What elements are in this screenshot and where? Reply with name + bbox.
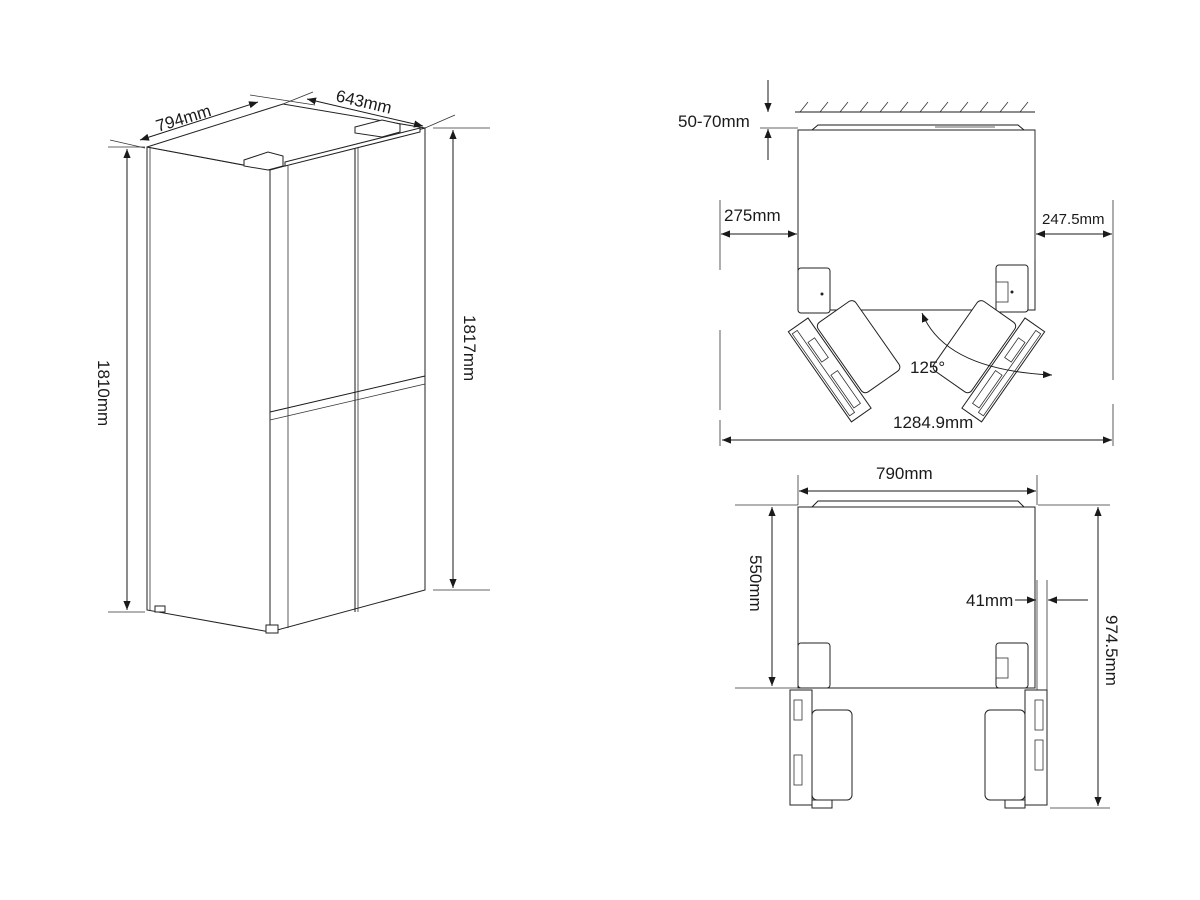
perspective-view: 794mm 643mm 1810mm 1817mm: [94, 86, 490, 634]
left-hinge: [797, 267, 831, 314]
fridge-front-face: [154, 127, 426, 634]
door-bin: [811, 709, 853, 801]
fridge-side-face: [146, 146, 271, 633]
total-width-label: 1284.9mm: [893, 413, 973, 432]
right-clearance-label: 247.5mm: [1042, 211, 1105, 228]
left-hinge: [797, 642, 831, 689]
foot: [154, 605, 166, 613]
width-90-label: 790mm: [876, 464, 933, 483]
right-door-90: [984, 689, 1048, 809]
depth-dimension-line: [306, 97, 424, 128]
width-dimension-line: [139, 101, 259, 141]
foot: [265, 624, 279, 634]
door-angle-label: 125°: [910, 358, 945, 377]
top-view-open: 50-70mm 275mm 247.5mm: [678, 80, 1114, 446]
depth-90-label: 550mm: [746, 555, 765, 612]
side-gap-label: 41mm: [966, 591, 1013, 610]
left-clearance-label: 275mm: [724, 206, 781, 225]
freezer-split-line: [269, 375, 426, 413]
left-door-open: [787, 300, 901, 423]
left-door-90: [789, 689, 853, 809]
total-depth-label: 974.5mm: [1102, 615, 1121, 686]
door-bin: [816, 300, 901, 394]
door-angle-arc: [921, 312, 1053, 379]
right-hinge: [995, 264, 1029, 313]
total-height-label: 1817mm: [460, 315, 479, 381]
depth-label: 643mm: [334, 86, 394, 117]
wall-hatch: [795, 101, 1035, 113]
door-bin: [984, 709, 1026, 801]
right-hinge: [995, 642, 1029, 689]
body-height-label: 1810mm: [94, 360, 113, 426]
top-view-90: 790mm 550mm 41mm: [735, 464, 1121, 809]
clearance-top-label: 50-70mm: [678, 112, 750, 131]
